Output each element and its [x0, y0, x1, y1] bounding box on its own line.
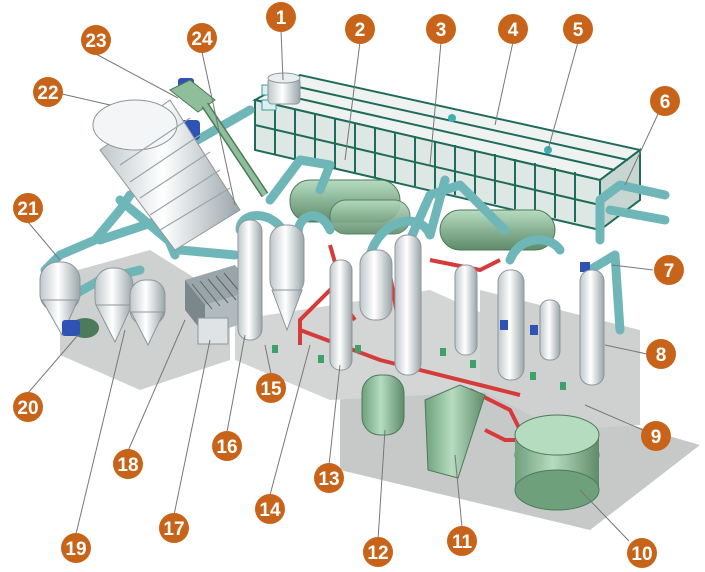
callout-8: 8: [646, 339, 676, 369]
callout-16: 16: [212, 431, 242, 461]
callout-10: 10: [627, 538, 657, 568]
callout-number: 22: [37, 83, 58, 104]
filter-unit: [185, 265, 255, 345]
callout-circle: [13, 392, 43, 422]
callout-circle: [61, 533, 91, 563]
callout-2: 2: [345, 14, 375, 44]
feed-hopper: [169, 79, 269, 198]
callout-circle: [113, 449, 143, 479]
callout-14: 14: [255, 494, 285, 524]
callout-circle: [627, 538, 657, 568]
callout-21: 21: [13, 193, 43, 223]
callout-circle: [641, 421, 671, 451]
callout-1: 1: [266, 2, 296, 32]
callout-11: 11: [447, 526, 477, 556]
callout-number: 21: [17, 199, 39, 220]
callout-number: 17: [163, 519, 184, 540]
callout-20: 20: [13, 392, 43, 422]
callout-circle: [345, 14, 375, 44]
callout-17: 17: [159, 513, 189, 543]
callout-number: 9: [651, 427, 662, 448]
callout-12: 12: [363, 537, 393, 567]
callout-circle: [650, 86, 680, 116]
callout-22: 22: [33, 77, 63, 107]
callout-13: 13: [314, 463, 344, 493]
callout-3: 3: [426, 14, 456, 44]
callout-number: 1: [276, 8, 287, 29]
top-small-tank: [267, 72, 301, 105]
left-cyclones: [39, 261, 166, 347]
callout-number: 10: [631, 544, 652, 565]
callout-circle: [33, 77, 63, 107]
leader-lines: [27, 29, 659, 542]
callout-7: 7: [654, 255, 684, 285]
callout-number: 11: [452, 532, 473, 553]
callout-circle: [13, 193, 43, 223]
callout-number: 8: [656, 345, 667, 366]
callout-number: 23: [85, 31, 106, 52]
callout-circle: [646, 339, 676, 369]
callout-18: 18: [113, 449, 143, 479]
callout-circle: [426, 14, 456, 44]
callout-19: 19: [61, 533, 91, 563]
callout-circle: [256, 373, 286, 403]
callout-circle: [255, 494, 285, 524]
callout-number: 18: [117, 455, 138, 476]
callout-circle: [212, 431, 242, 461]
callout-circle: [159, 513, 189, 543]
callout-5: 5: [563, 14, 593, 44]
callout-9: 9: [641, 421, 671, 451]
callout-number: 20: [17, 398, 38, 419]
callout-4: 4: [498, 14, 528, 44]
callout-circle: [363, 537, 393, 567]
callout-circle: [563, 14, 593, 44]
callout-15: 15: [256, 373, 286, 403]
callout-number: 3: [436, 20, 447, 41]
callout-circle: [266, 2, 296, 32]
callout-number: 4: [508, 20, 519, 41]
callout-number: 24: [191, 29, 213, 50]
callout-6: 6: [650, 86, 680, 116]
callout-number: 13: [318, 469, 339, 490]
callout-number: 12: [367, 543, 388, 564]
callout-circle: [314, 463, 344, 493]
callout-circle: [498, 14, 528, 44]
callout-number: 15: [260, 379, 282, 400]
callout-number: 14: [259, 500, 281, 521]
distillation-columns: [237, 219, 605, 386]
callout-23: 23: [81, 25, 111, 55]
storage-tanks: [361, 374, 600, 511]
callout-circle: [654, 255, 684, 285]
callout-number: 2: [355, 20, 366, 41]
callout-circle: [81, 25, 111, 55]
callout-circle: [187, 23, 217, 53]
callout-number: 5: [573, 20, 584, 41]
callout-number: 7: [664, 261, 675, 282]
callout-number: 19: [65, 539, 86, 560]
main-column: [92, 99, 241, 251]
callout-circle: [447, 526, 477, 556]
instruments: [272, 320, 566, 390]
callout-number: 6: [660, 92, 671, 113]
callout-24: 24: [187, 23, 217, 53]
callout-number: 16: [216, 437, 237, 458]
